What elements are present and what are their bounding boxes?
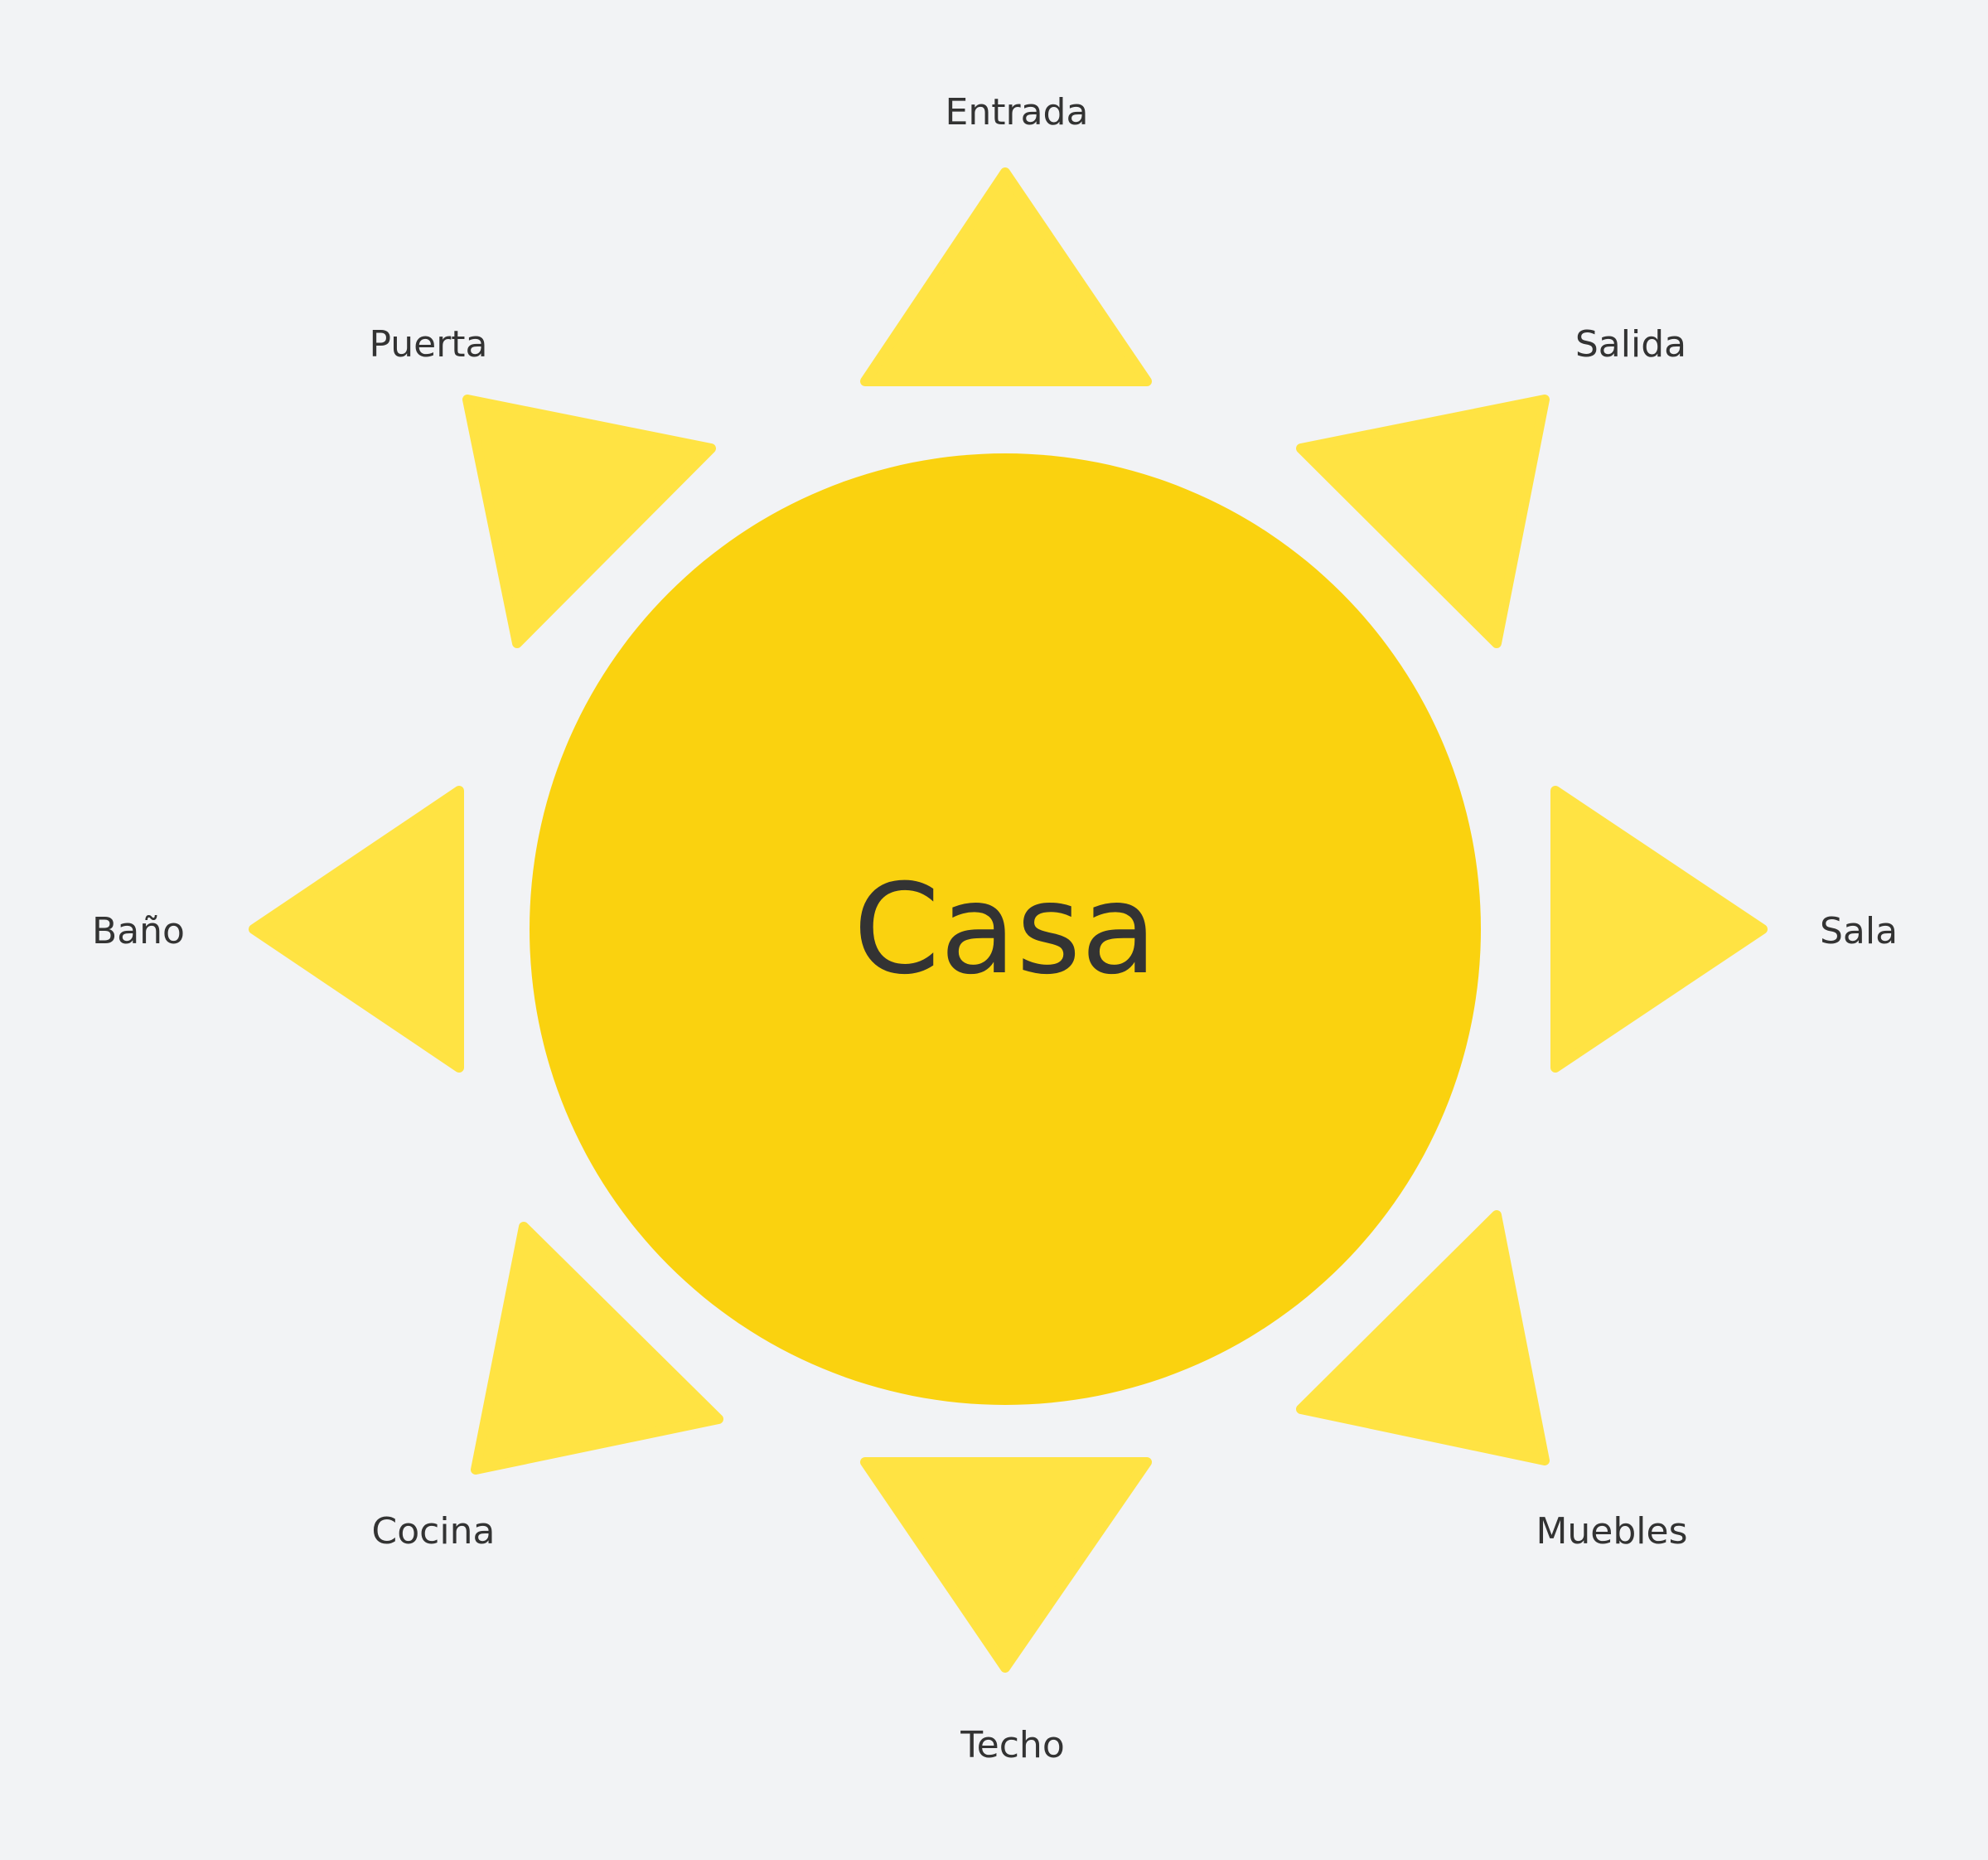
label-salida: Salida [1575,323,1686,366]
label-muebles: Muebles [1536,1510,1687,1552]
ray-bano[interactable] [249,786,464,1073]
ray-techo[interactable] [860,1457,1152,1673]
label-puerta: Puerta [369,323,487,366]
ray-puerta[interactable] [462,395,716,648]
ray-salida[interactable] [1296,395,1550,648]
label-entrada: Entrada [946,91,1089,133]
center-circle[interactable] [530,453,1481,1405]
label-techo: Techo [960,1724,1064,1766]
label-bano: Baño [92,910,185,952]
ray-sala[interactable] [1550,786,1768,1073]
ray-cocina[interactable] [471,1222,723,1475]
label-sala: Sala [1820,910,1898,952]
ray-muebles[interactable] [1296,1210,1550,1465]
ray-entrada[interactable] [860,167,1152,386]
center-label: Casa [854,858,1158,1002]
label-cocina: Cocina [372,1510,496,1552]
